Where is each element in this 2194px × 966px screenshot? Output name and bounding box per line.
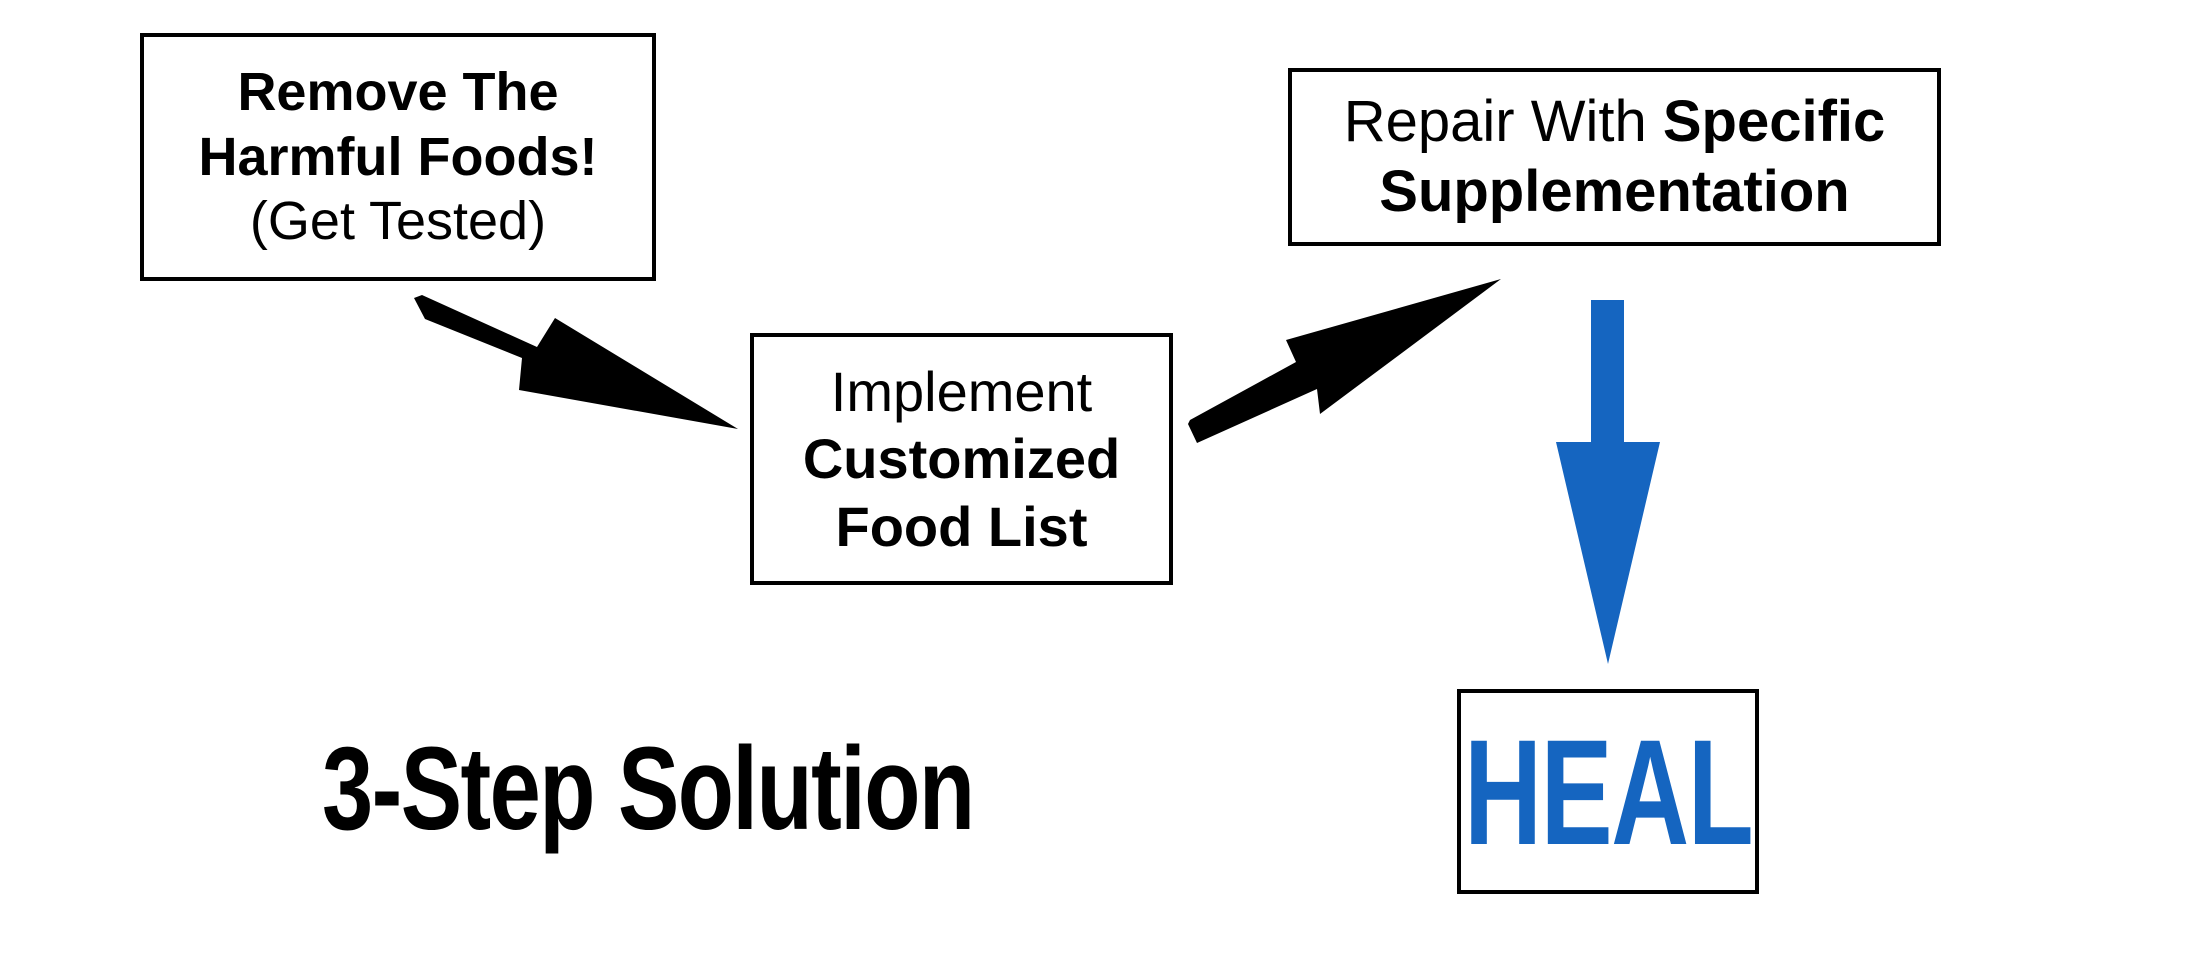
step-2-line-2: Customized bbox=[802, 427, 1121, 491]
step-1-line-2: Harmful Foods! bbox=[198, 126, 598, 187]
heal-label: HEAL bbox=[1463, 707, 1754, 876]
heal-box: HEAL bbox=[1457, 689, 1759, 894]
step-1-line-1: Remove The bbox=[237, 61, 559, 122]
arrow-step1-to-step2 bbox=[414, 295, 738, 429]
step-3-line-1: Repair With Specific bbox=[1344, 87, 1886, 157]
step-3-line-2: Supplementation bbox=[1379, 159, 1850, 224]
step-3-box: Repair With Specific Supplementation bbox=[1288, 68, 1941, 246]
step-1-line-3: (Get Tested) bbox=[249, 191, 547, 252]
step-2-line-3: Food List bbox=[835, 494, 1088, 558]
diagram-title: 3-Step Solution bbox=[322, 723, 975, 855]
step-3-line-1-bold: Specific bbox=[1662, 89, 1886, 155]
arrow-step2-to-step3 bbox=[1188, 279, 1501, 443]
step-2-line-1: Implement bbox=[830, 360, 1093, 424]
step-2-box: Implement Customized Food List bbox=[750, 333, 1173, 585]
step-1-box: Remove The Harmful Foods! (Get Tested) bbox=[140, 33, 656, 281]
step-3-line-1-prefix: Repair With bbox=[1343, 89, 1663, 155]
arrow-step3-to-heal bbox=[1556, 300, 1660, 664]
